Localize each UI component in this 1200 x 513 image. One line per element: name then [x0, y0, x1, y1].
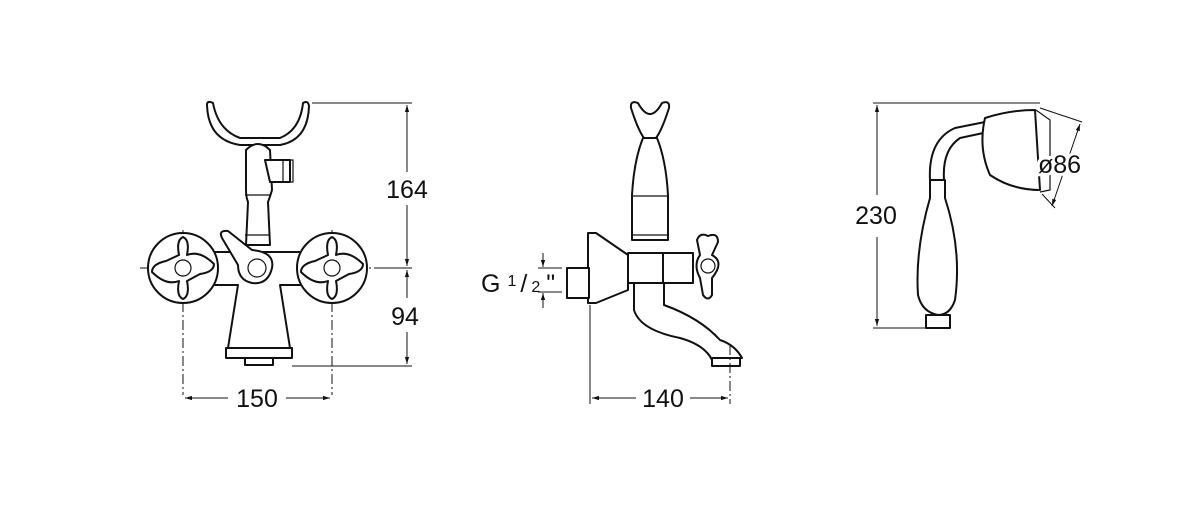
dim-height-lower: 94: [391, 303, 419, 331]
dim-height-upper: 164: [386, 176, 428, 204]
dim-width: 150: [236, 385, 278, 413]
dim-projection: 140: [642, 385, 684, 413]
side-view: [538, 101, 743, 404]
hand-shower-view: [873, 102, 1083, 329]
thread-slash: /: [520, 270, 527, 298]
thread-denominator: 2: [531, 279, 540, 296]
thread-g: G: [481, 270, 500, 298]
thread-unit: ": [546, 270, 555, 298]
dim-shower-diameter: ø86: [1038, 151, 1081, 179]
dim-shower-length: 230: [855, 202, 897, 230]
thread-numerator: 1: [507, 273, 516, 290]
thread-size-label: G 1 / 2 ": [481, 270, 555, 298]
front-view: [140, 100, 412, 401]
